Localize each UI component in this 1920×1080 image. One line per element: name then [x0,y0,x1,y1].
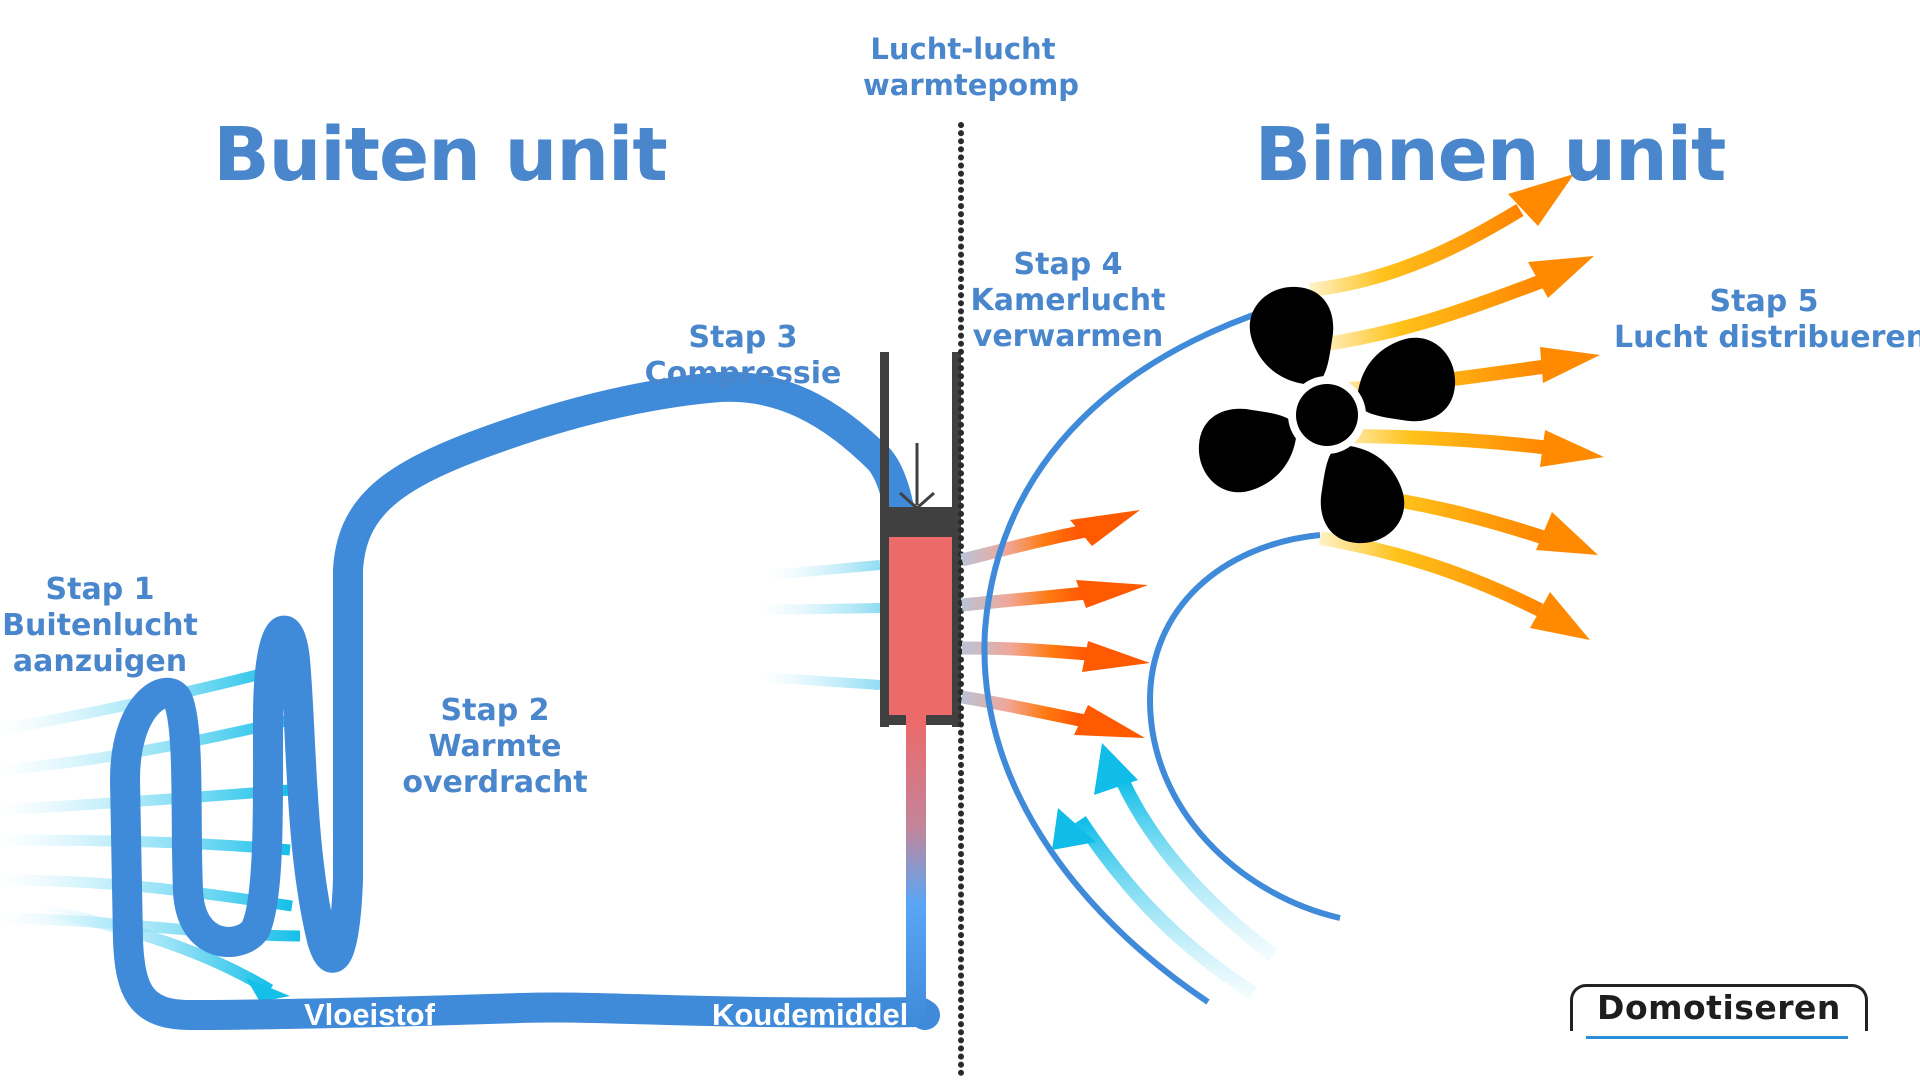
domotiseren-logo: Domotiseren [1570,984,1868,1040]
outdoor-intake-airflow [0,662,301,1002]
step-desc: verwarmen [972,319,1164,354]
arrowhead [1508,174,1574,226]
distribution-airflow [1309,174,1604,640]
air-stream [960,523,1092,567]
arrowhead [1540,347,1600,383]
refrigerant-label: Koudemiddel [712,997,908,1032]
logo-text: Domotiseren [1597,988,1841,1027]
outdoor-unit-title: Buiten unit [213,112,668,198]
liquid-label: Vloeistof [304,997,436,1032]
air-stream [961,585,1096,612]
diagram-subtitle: Lucht-lucht warmtepomp [863,31,1080,103]
step-number: Stap 1 [45,572,155,607]
air-stream [1309,203,1524,297]
air-stream [0,784,291,816]
arrowhead [246,978,290,1002]
step-1-label: Stap 1 Buitenlucht aanzuigen [0,572,200,680]
air-stream [960,690,1092,729]
step-5-label: Stap 5 Lucht distribueren [1614,284,1920,356]
air-stream [1115,777,1278,961]
step-number: Stap 3 [688,320,798,355]
step-desc: Kamerlucht [970,283,1166,318]
arrowhead [1082,641,1150,672]
air-stream [1074,816,1257,999]
step-number: Stap 2 [440,693,550,728]
heating-airflow [960,510,1150,738]
subtitle-line-1: Lucht-lucht [870,32,1056,66]
step-desc: Lucht distribueren [1614,320,1920,355]
step-desc: Warmte [428,729,562,764]
step-number: Stap 5 [1709,284,1819,319]
step-number: Stap 4 [1013,247,1123,282]
arrowhead [1094,743,1138,795]
step-4-label: Stap 4 Kamerlucht verwarmen [963,247,1173,355]
air-stream [0,662,287,736]
fan-icon [1198,286,1456,544]
air-stream [759,603,881,615]
logo-frame [1570,984,1868,1031]
air-stream [769,560,881,580]
air-stream [961,641,1101,662]
step-desc: Buitenlucht [2,608,198,643]
logo-underline [1586,1036,1848,1039]
housing-inner [1146,532,1341,921]
indoor-unit-housing [981,295,1341,1005]
air-stream-arrow [38,904,274,996]
arrowhead [1530,592,1590,640]
air-stream [1318,273,1548,352]
housing-outer [981,295,1309,1005]
step-desc: aanzuigen [12,644,188,679]
compressor-intake-airflow [759,560,881,690]
subtitle-line-2: warmtepomp [863,68,1080,102]
piston-compressor-icon [880,352,961,727]
air-stream [0,834,291,856]
arrowhead [1540,430,1604,467]
pipe-coil [110,371,940,1030]
arrowhead [1076,580,1148,608]
step-3-label: Stap 3 Compressie [633,320,853,392]
arrowhead [1074,705,1145,738]
indoor-unit-title: Binnen unit [1254,112,1727,198]
arrowhead [1052,808,1096,850]
step-desc: Compressie [644,356,842,391]
step-desc: overdracht [402,765,588,800]
hot-refrigerant-line [906,720,926,1025]
return-airflow [1052,743,1278,999]
arrowhead [1536,512,1598,555]
air-stream [1334,429,1551,455]
air-stream [759,672,881,690]
arrowhead [1528,256,1594,298]
step-2-label: Stap 2 Warmte overdracht [395,693,595,801]
arrowhead [1070,510,1140,546]
air-stream [1318,531,1544,617]
refrigerant-pipe [110,371,940,1030]
